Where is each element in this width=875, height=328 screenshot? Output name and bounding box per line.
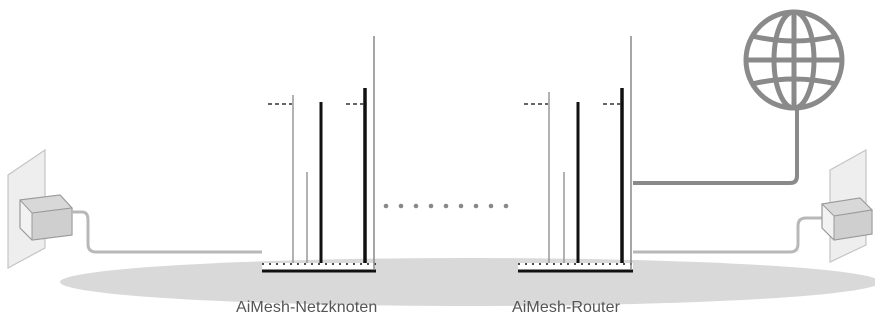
globe-icon <box>743 9 845 111</box>
aimesh-node-router <box>262 36 376 273</box>
wan-cable <box>633 108 799 185</box>
dotted-wireless-link <box>383 203 509 209</box>
aimesh-router-label: AiMesh-Router <box>512 299 621 316</box>
floor-shadow <box>60 258 875 306</box>
aimesh-node-label: AiMesh-Netzknoten <box>236 299 378 316</box>
power-cable-node <box>72 210 262 254</box>
power-cable-router <box>633 216 822 254</box>
power-outlet-icon <box>7 148 74 270</box>
power-outlet-icon <box>820 148 874 263</box>
aimesh-router <box>518 36 633 273</box>
